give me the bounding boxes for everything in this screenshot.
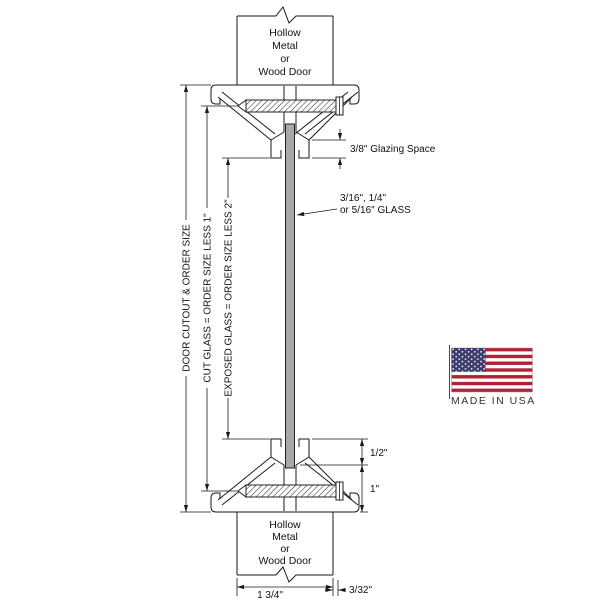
top-glazing-channel [270, 140, 310, 159]
top-door-label-3: or [280, 53, 290, 65]
bottom-door-label-1: Hollow [269, 519, 301, 531]
dim-glazing-space: 3/8" Glazing Space [312, 129, 436, 169]
dim-frame-width: 1 3/4" [236, 578, 334, 600]
top-door-section: Hollow Metal or Wood Door [236, 5, 334, 86]
top-break-line [237, 5, 333, 24]
exposed-glass-label: EXPOSED GLASS = ORDER SIZE LESS 2" [224, 199, 235, 397]
door-cutout-label: DOOR CUTOUT & ORDER SIZE [182, 224, 193, 372]
dim-glass-thickness: 3/16", 1/4" or 5/16" GLASS [296, 193, 411, 217]
dim-exposed-glass: EXPOSED GLASS = ORDER SIZE LESS 2" [221, 157, 270, 440]
bottom-right-hook [349, 492, 360, 513]
dim-clearance: 3/32" [325, 580, 372, 596]
us-flag: MADE IN USA [449, 345, 536, 407]
bottom-glazing-channel [270, 438, 310, 457]
cut-glass-label: CUT GLASS = ORDER SIZE LESS 1" [203, 213, 214, 383]
glass-panel [285, 123, 295, 469]
bottom-screw-shank [245, 484, 337, 498]
bottom-break-line [237, 566, 333, 583]
dim-flange-one: 1" [359, 465, 380, 512]
bottom-door-label-3: or [280, 543, 290, 555]
frame-width-label: 1 3/4" [257, 590, 283, 600]
dim-door-cutout: DOOR CUTOUT & ORDER SIZE [179, 84, 211, 513]
flange-half-label: 1/2" [370, 448, 388, 459]
top-screw-tip [237, 99, 247, 113]
top-door-label-1: Hollow [269, 27, 301, 39]
bottom-screw-tip [237, 484, 247, 498]
bottom-door-label-2: Metal [272, 531, 298, 543]
dim-flange-half: 1/2" [300, 438, 388, 513]
bottom-frame-profile [210, 438, 360, 513]
flange-one-label: 1" [370, 484, 380, 495]
top-left-hook [210, 84, 221, 105]
clearance-label: 3/32" [349, 585, 372, 596]
glass-thickness-label-1: 3/16", 1/4" [340, 193, 386, 204]
glazing-space-label: 3/8" Glazing Space [350, 144, 436, 155]
top-screw-shank [245, 99, 337, 113]
top-door-label-4: Wood Door [259, 66, 312, 78]
bottom-door-section: Hollow Metal or Wood Door [236, 511, 334, 583]
top-door-label-2: Metal [272, 40, 298, 52]
made-in-usa-label: MADE IN USA [451, 395, 536, 407]
flag-canton [451, 348, 486, 372]
bottom-left-hook [210, 492, 221, 513]
glass-thickness-label-2: or 5/16" GLASS [340, 205, 411, 216]
glass-pane [285, 123, 295, 469]
bottom-screw [237, 481, 344, 501]
top-right-hook [349, 84, 360, 105]
dim-cut-glass: CUT GLASS = ORDER SIZE LESS 1" [200, 105, 238, 492]
bottom-door-label-4: Wood Door [259, 555, 312, 567]
top-screw [237, 96, 344, 116]
top-frame-profile [210, 84, 360, 159]
